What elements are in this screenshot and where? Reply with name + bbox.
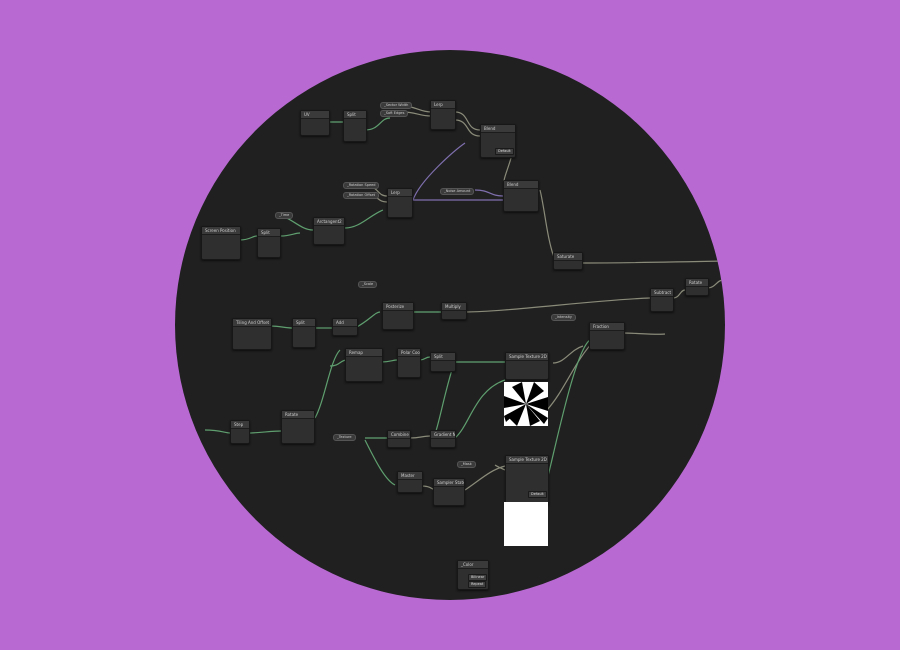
multiply-node[interactable]: Multiply — [441, 302, 467, 320]
property-pill[interactable]: _Rotation Speed — [343, 182, 380, 189]
sample-texture-node[interactable]: Sample Texture 2D Default — [505, 455, 549, 505]
uv-node-title: UV — [301, 111, 329, 119]
lerp-node-title: Lerp — [431, 101, 455, 109]
split-node[interactable]: Split — [430, 352, 456, 372]
gradient-noise-node-title: Gradient Noise — [431, 431, 455, 439]
step-node[interactable]: Step — [230, 420, 250, 444]
screen-position-node[interactable]: Screen Position — [201, 226, 241, 260]
shader-graph-canvas[interactable]: UV Split _Sector Width _Soft Edges Lerp … — [175, 50, 725, 600]
tiling-offset-node[interactable]: Tiling And Offset — [232, 318, 272, 350]
uv-node[interactable]: UV — [300, 110, 330, 136]
blend-node[interactable]: Blend Default — [480, 124, 516, 158]
sunburst-preview-image — [504, 382, 548, 426]
saturate-node-title: Saturate — [554, 253, 582, 261]
property-pill[interactable]: _Soft Edges — [380, 110, 409, 117]
master-node[interactable]: Master — [397, 471, 423, 493]
combine-node[interactable]: Combine — [387, 430, 411, 448]
arctangent2-node-title: Arctangent2 — [314, 218, 344, 226]
split-node-title: Split — [344, 111, 366, 119]
filter-select[interactable]: Bilinear — [468, 574, 488, 581]
blend-node-title: Blend — [504, 181, 538, 189]
sampler-settings-node-title: _Color — [458, 561, 488, 569]
split-node[interactable]: Split — [343, 110, 367, 142]
blend-mode-select[interactable]: Default — [495, 148, 514, 155]
sample-texture-node-title: Sample Texture 2D — [506, 456, 548, 464]
screen-position-node-title: Screen Position — [202, 227, 240, 235]
sample-texture-node-title: Sample Texture 2D — [506, 353, 548, 361]
sampler-state-node-title: Sampler State — [434, 479, 464, 487]
sunburst-preview — [504, 382, 548, 426]
split-node-title: Split — [431, 353, 455, 361]
step-node-title: Step — [231, 421, 249, 429]
sampler-filter-select[interactable]: Default — [528, 491, 547, 498]
rotate-node[interactable]: Rotate — [281, 410, 315, 444]
multiply-node-title: Multiply — [442, 303, 466, 311]
property-pill[interactable]: _Texture — [333, 434, 356, 441]
fraction-node[interactable]: Fraction — [589, 322, 625, 350]
fraction-node-title: Fraction — [590, 323, 624, 331]
posterize-node-title: Posterize — [383, 303, 413, 311]
property-pill[interactable]: _Intensity — [551, 314, 576, 321]
gradient-noise-node[interactable]: Gradient Noise — [430, 430, 456, 448]
add-node[interactable]: Add — [332, 318, 358, 336]
property-pill[interactable]: _Scale — [358, 281, 378, 288]
remap-node[interactable]: Remap — [345, 348, 383, 382]
master-node-title: Master — [398, 472, 422, 480]
lerp-node-title: Lerp — [388, 189, 412, 197]
subtract-node-title: Subtract — [651, 289, 673, 297]
combine-node-title: Combine — [388, 431, 410, 439]
remap-node-title: Remap — [346, 349, 382, 357]
lerp-node[interactable]: Lerp — [430, 100, 456, 130]
property-pill[interactable]: _Mask — [457, 461, 476, 468]
property-pill[interactable]: _Rotation Offset — [343, 192, 380, 199]
wrap-select[interactable]: Repeat — [468, 581, 487, 588]
rotate-node-title: Rotate — [282, 411, 314, 419]
blend-node[interactable]: Blend — [503, 180, 539, 212]
polar-coordinates-node[interactable]: Polar Coordinates — [397, 348, 421, 378]
split-node[interactable]: Split — [257, 228, 281, 258]
property-pill[interactable]: _Noise Amount — [440, 188, 475, 195]
rotate-node-title: Rotate — [686, 279, 708, 287]
blend-node-title: Blend — [481, 125, 515, 133]
lerp-node[interactable]: Lerp — [387, 188, 413, 218]
split-node-title: Split — [258, 229, 280, 237]
sampler-settings-node[interactable]: _Color Bilinear Repeat — [457, 560, 489, 590]
split-node-title: Split — [293, 319, 315, 327]
saturate-node[interactable]: Saturate — [553, 252, 583, 270]
property-pill[interactable]: _Time — [275, 212, 294, 219]
property-pill[interactable]: _Sector Width — [380, 102, 413, 109]
white-preview — [504, 502, 548, 546]
posterize-node[interactable]: Posterize — [382, 302, 414, 330]
tiling-offset-node-title: Tiling And Offset — [233, 319, 271, 327]
arctangent2-node[interactable]: Arctangent2 — [313, 217, 345, 245]
sample-texture-node[interactable]: Sample Texture 2D — [505, 352, 549, 380]
polar-coordinates-node-title: Polar Coordinates — [398, 349, 420, 357]
sampler-state-node[interactable]: Sampler State — [433, 478, 465, 506]
subtract-node[interactable]: Subtract — [650, 288, 674, 312]
rotate-node[interactable]: Rotate — [685, 278, 709, 296]
add-node-title: Add — [333, 319, 357, 327]
split-node[interactable]: Split — [292, 318, 316, 348]
